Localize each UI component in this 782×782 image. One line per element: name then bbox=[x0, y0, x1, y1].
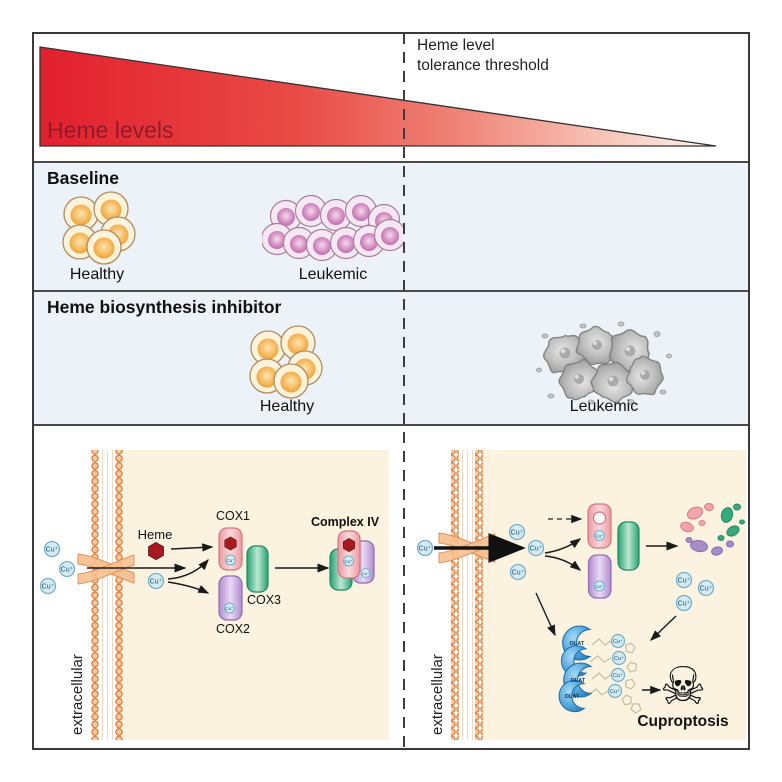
svg-text:Cu⁺: Cu⁺ bbox=[512, 570, 525, 577]
cox3-label: COX3 bbox=[247, 593, 281, 607]
svg-text:Cu⁺: Cu⁺ bbox=[344, 559, 353, 564]
dlat-aggregate: DLAT DLAT DLAT bbox=[558, 625, 593, 713]
cu-ion: Cu⁺ bbox=[610, 667, 626, 683]
skull-crossbones-icon: ☠ bbox=[660, 658, 707, 716]
cu-ion: Cu⁺ bbox=[147, 572, 165, 590]
svg-text:Cu⁺: Cu⁺ bbox=[150, 579, 163, 586]
cu-ion: Cu⁺ bbox=[416, 539, 434, 557]
extracellular-label: extracellular bbox=[69, 654, 86, 735]
svg-text:Cu⁺: Cu⁺ bbox=[595, 584, 604, 589]
tolerance-threshold-line bbox=[403, 33, 405, 749]
cu-to-cox1-arrow bbox=[544, 538, 582, 554]
cox3-protein bbox=[246, 545, 269, 593]
right-pathway-diagram: Cu⁺ Cu⁺ Cu⁺ Cu⁺ Cu⁺ bbox=[416, 450, 746, 740]
baseline-leukemic-label: Leukemic bbox=[298, 266, 368, 283]
degraded-cox-fragments bbox=[680, 502, 745, 556]
svg-text:Cu⁺: Cu⁺ bbox=[362, 571, 369, 576]
cox2-protein: Cu⁺ bbox=[218, 575, 243, 621]
baseline-healthy-label: Healthy bbox=[69, 266, 125, 283]
heme-levels-label: Heme levels bbox=[47, 117, 174, 143]
svg-text:Cu⁺: Cu⁺ bbox=[614, 655, 624, 662]
heme-to-cox1-arrow bbox=[170, 543, 214, 552]
cell-membrane bbox=[451, 450, 483, 740]
svg-text:Cu⁺: Cu⁺ bbox=[610, 688, 620, 695]
dlat-label: DLAT bbox=[571, 678, 586, 684]
heme-gradient-triangle bbox=[39, 46, 717, 147]
lipoyl-chains bbox=[587, 638, 642, 714]
heme-molecule bbox=[148, 541, 164, 561]
cu-ion: Cu⁺ bbox=[675, 594, 693, 612]
svg-text:Cu⁺: Cu⁺ bbox=[613, 638, 623, 645]
svg-text:Cu⁺: Cu⁺ bbox=[511, 530, 524, 537]
cu-ion: Cu⁺ bbox=[509, 563, 527, 581]
cu-ion: Cu⁺ bbox=[43, 540, 61, 558]
baseline-panel: Baseline Healthy bbox=[33, 161, 749, 290]
svg-text:Cu⁺: Cu⁺ bbox=[700, 586, 713, 593]
threshold-label-line1: Heme level bbox=[417, 37, 495, 54]
inhibitor-title: Heme biosynthesis inhibitor bbox=[47, 297, 282, 317]
svg-text:Cu⁺: Cu⁺ bbox=[226, 558, 235, 563]
svg-text:Cu⁺: Cu⁺ bbox=[61, 567, 74, 574]
intracellular-area bbox=[119, 450, 389, 740]
extracellular-label: extracellular bbox=[429, 654, 446, 735]
cox2-label: COX2 bbox=[216, 622, 250, 636]
dlat-label: DLAT bbox=[565, 694, 580, 700]
cox1-protein-no-heme: Cu⁺ bbox=[587, 503, 612, 549]
released-cu-to-dlat-arrow bbox=[649, 615, 677, 641]
cu-to-cox1-arrow bbox=[167, 558, 209, 580]
threshold-label: Heme level tolerance threshold bbox=[417, 36, 549, 76]
svg-text:Cu⁺: Cu⁺ bbox=[419, 546, 432, 553]
cox3-protein bbox=[617, 521, 640, 571]
heme-label: Heme bbox=[138, 527, 173, 542]
cu-to-dlat-arrow bbox=[535, 592, 556, 637]
leukemic-cell-cluster bbox=[262, 194, 404, 262]
healthy-cell-cluster bbox=[249, 325, 323, 399]
complex-iv-label: Complex IV bbox=[311, 515, 380, 529]
svg-text:Cu⁺: Cu⁺ bbox=[613, 672, 623, 679]
inhibitor-leukemic-label: Leukemic bbox=[569, 398, 639, 415]
cox1-protein: Cu⁺ bbox=[218, 527, 243, 571]
healthy-cell-cluster bbox=[62, 191, 136, 265]
dlat-label: DLAT bbox=[570, 641, 585, 647]
cell-membrane bbox=[91, 450, 123, 740]
cu-ion: Cu⁺ bbox=[527, 539, 545, 557]
complex-iv-assembly: Cu⁺ Cu⁺ bbox=[329, 530, 375, 591]
cu-ion: Cu⁺ bbox=[675, 571, 693, 589]
cox1-label: COX1 bbox=[216, 509, 250, 523]
baseline-title: Baseline bbox=[47, 168, 119, 188]
inhibitor-healthy-label: Healthy bbox=[259, 398, 315, 415]
svg-text:Cu⁺: Cu⁺ bbox=[46, 547, 59, 554]
cu-to-cox2-arrow bbox=[544, 555, 582, 571]
svg-text:Cu⁺: Cu⁺ bbox=[225, 606, 234, 611]
svg-text:Cu⁺: Cu⁺ bbox=[595, 534, 604, 539]
cu-to-cox2-arrow bbox=[167, 581, 210, 594]
cu-ion: Cu⁺ bbox=[610, 633, 626, 649]
svg-text:Cu⁺: Cu⁺ bbox=[530, 546, 543, 553]
cu-ion: Cu⁺ bbox=[508, 523, 526, 541]
cu-ion: Cu⁺ bbox=[39, 577, 57, 595]
heme-biosynthesis-inhibitor-panel: Heme biosynthesis inhibitor Healthy bbox=[33, 290, 749, 424]
cuproptosis-label: Cuproptosis bbox=[637, 713, 728, 730]
left-pathway-diagram: Cu⁺ Cu⁺ Cu⁺ Heme Cu⁺ COX1 bbox=[39, 450, 389, 740]
cu-ion: Cu⁺ bbox=[697, 579, 715, 597]
cu-ion: Cu⁺ bbox=[611, 650, 627, 666]
heme-levels-panel: Heme levels Heme level tolerance thresho… bbox=[33, 33, 749, 161]
cox2-protein: Cu⁺ bbox=[587, 554, 612, 599]
threshold-label-line2: tolerance threshold bbox=[417, 57, 549, 74]
pathway-panel: Cu⁺ Cu⁺ Cu⁺ Heme Cu⁺ COX1 bbox=[33, 424, 749, 749]
cu-ion: Cu⁺ bbox=[607, 683, 623, 699]
cu-ion: Cu⁺ bbox=[58, 560, 76, 578]
svg-text:Cu⁺: Cu⁺ bbox=[678, 601, 691, 608]
dying-leukemic-cell-cluster bbox=[536, 318, 672, 410]
svg-text:Cu⁺: Cu⁺ bbox=[678, 578, 691, 585]
svg-text:Cu⁺: Cu⁺ bbox=[42, 584, 55, 591]
